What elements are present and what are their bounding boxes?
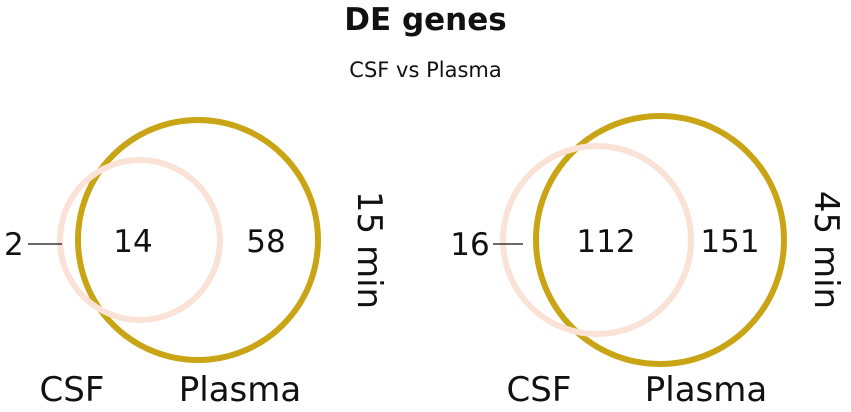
plasma-only-count-45min: 151: [700, 224, 759, 260]
plasma-circle-15min: [75, 117, 321, 363]
csf-only-count-15min: 2: [4, 227, 24, 263]
plasma-only-count-15min: 58: [246, 224, 285, 260]
overlap-count-15min: 14: [113, 224, 152, 260]
csf-circle-45min: [500, 143, 694, 337]
time-label-15min: 15 min: [349, 191, 389, 309]
plasma-label-45min: Plasma: [645, 370, 767, 410]
venn-panel-15min: 2 14 58 CSF Plasma 15 min: [4, 117, 389, 410]
chart-title: DE genes: [344, 2, 507, 38]
overlap-count-45min: 112: [576, 224, 635, 260]
plasma-circle-45min: [533, 113, 787, 367]
venn-panel-45min: 16 112 151 CSF Plasma 45 min: [450, 113, 846, 410]
csf-circle-15min: [57, 157, 223, 323]
csf-label-45min: CSF: [507, 370, 572, 410]
csf-only-count-45min: 16: [450, 227, 489, 263]
csf-label-15min: CSF: [40, 370, 105, 410]
chart-subtitle: CSF vs Plasma: [349, 58, 502, 82]
time-label-45min: 45 min: [806, 191, 846, 309]
plasma-label-15min: Plasma: [179, 370, 301, 410]
